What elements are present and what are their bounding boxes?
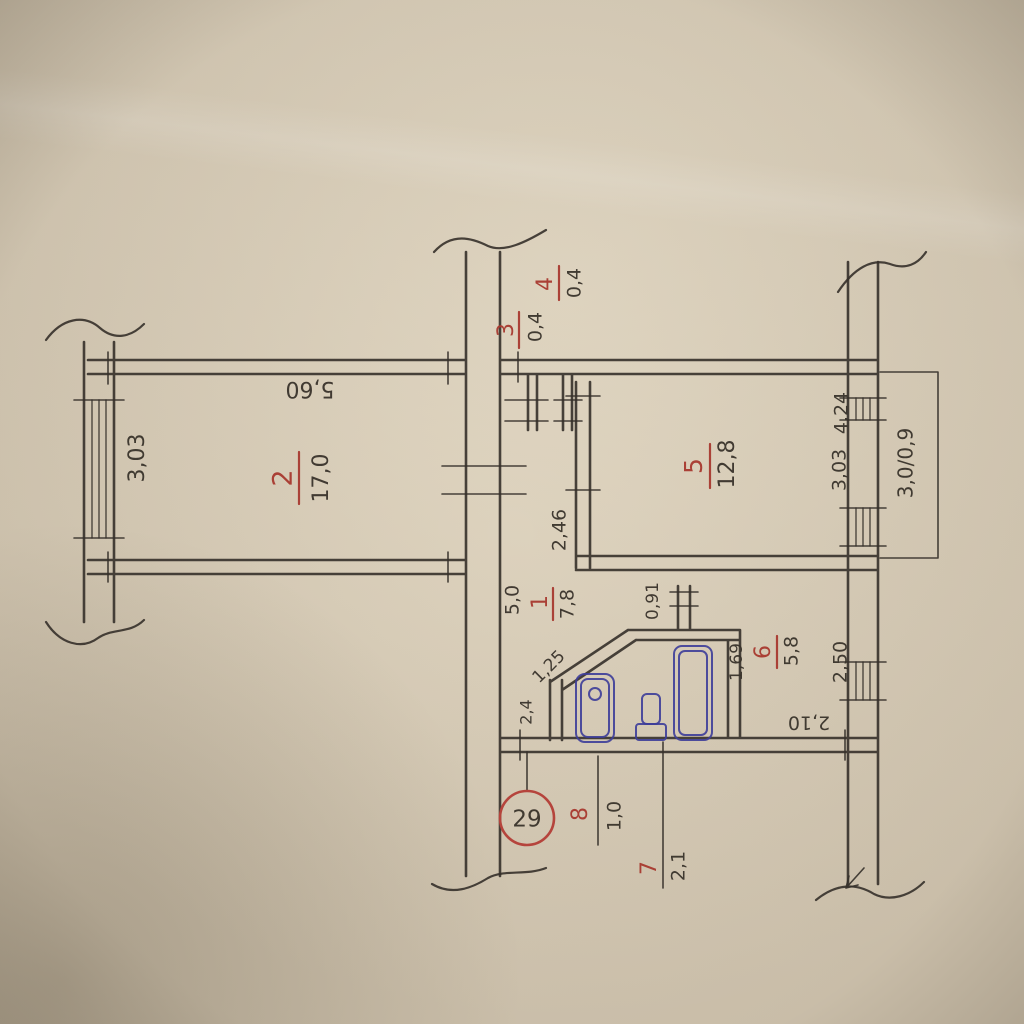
room3-area: 0,4 xyxy=(525,312,547,342)
room1-area: 7,8 xyxy=(557,589,579,619)
wall-break-squiggles xyxy=(44,228,928,902)
room6-area: 5,8 xyxy=(781,636,803,666)
dim-hall-50: 5,0 xyxy=(502,585,524,615)
room8-area: 1,0 xyxy=(604,801,626,831)
room2-number: 2 xyxy=(268,469,299,486)
bathroom-fixtures xyxy=(575,645,713,743)
sheet-number: 29 xyxy=(512,807,541,833)
arrow-mark xyxy=(845,867,865,889)
dim-room2-width: 5,60 xyxy=(286,376,335,401)
dim-duct-091: 0,91 xyxy=(643,582,663,620)
dimension-ticks xyxy=(73,351,887,761)
room4-number: 4 xyxy=(533,277,558,291)
dim-hall-246: 2,46 xyxy=(549,509,571,551)
dim-right-outer: 3,0/0,9 xyxy=(894,428,918,498)
labels: 3,03 5,60 2 17,0 3 0,4 4 0,4 5 12,8 4,24… xyxy=(125,268,918,881)
room-label-fraction-bars xyxy=(297,264,779,670)
room1-number: 1 xyxy=(528,595,553,609)
sink-outline xyxy=(575,673,615,743)
toilet-fixture xyxy=(635,693,667,741)
room3-number: 3 xyxy=(494,323,519,337)
sheet-number-circle xyxy=(498,789,556,847)
leader-lines xyxy=(526,371,939,889)
room2-area: 17,0 xyxy=(309,454,334,503)
linework xyxy=(44,228,939,902)
dim-kitchen-250: 2,50 xyxy=(830,641,852,683)
dim-bath-169: 1,69 xyxy=(727,643,747,681)
room5-number: 5 xyxy=(679,458,708,474)
sink-drain-icon xyxy=(588,687,602,701)
sink-fixture xyxy=(575,673,615,743)
room7-area: 2,1 xyxy=(668,851,690,881)
room8-number: 8 xyxy=(568,807,593,821)
bathtub-inner xyxy=(678,650,708,736)
room6-number: 6 xyxy=(751,645,776,659)
room4-area: 0,4 xyxy=(564,268,586,298)
dim-left-wall: 3,03 xyxy=(125,434,150,483)
window-hatch-lines xyxy=(91,397,871,701)
sink-inner xyxy=(580,678,610,738)
dim-corridor-210: 2,10 xyxy=(788,712,830,734)
room7-number: 7 xyxy=(637,861,662,875)
dim-small-24: 2,4 xyxy=(517,699,536,724)
room5-area: 12,8 xyxy=(715,440,740,489)
bathtub-outline xyxy=(673,645,713,741)
dim-right-mid: 3,03 xyxy=(829,449,851,491)
dim-right-upper: 4,24 xyxy=(831,392,853,434)
bathtub-fixture xyxy=(673,645,713,741)
wall-lines xyxy=(82,250,880,886)
toilet-tank xyxy=(635,723,667,741)
